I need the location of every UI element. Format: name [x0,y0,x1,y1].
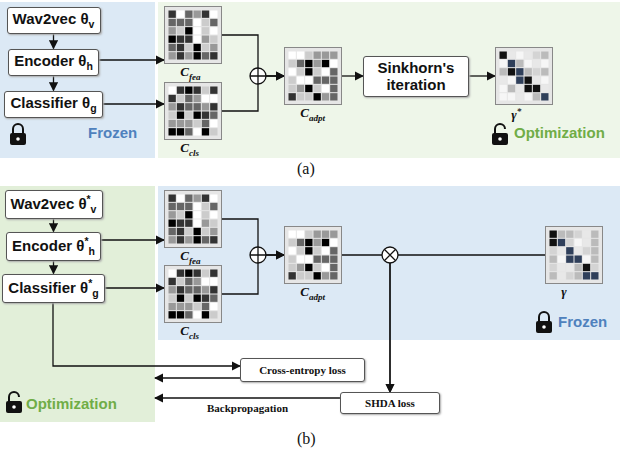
subfigure-label: (b) [297,430,316,448]
region-label: Optimization [26,395,117,412]
flow-arrow [53,76,54,91]
times-operator [382,247,398,263]
flow-arrow [53,261,54,274]
matrix-label: γ* [511,106,521,123]
box-label: Sinkhorn's iteration [364,59,468,94]
cost-matrix: Ccls [164,82,222,140]
flow-arrow [103,103,164,104]
region-panel: OptimizationCfeaCclsCadptSinkhorn's iter… [158,2,620,158]
matrix-grid [164,82,222,140]
box-label: Classifier θg [10,94,96,114]
unlock-icon [6,392,22,413]
flow-arrow [155,377,240,378]
flow-arrow [105,287,164,288]
process-box: Encoder θ*h [6,232,101,261]
cost-matrix: Cadpt [284,226,342,284]
box-label: Encoder θh [14,52,93,72]
flow-arrow [155,397,340,398]
cost-matrix: Cfea [164,190,222,248]
box-label: Encoder θ*h [12,235,95,257]
region-label: Frozen [558,313,607,330]
flow-arrow [53,219,54,232]
matrix-grid [284,226,342,284]
frozen-region [0,2,155,158]
box-label: Wav2vec θv [13,10,95,30]
region-panel: Optimization Wav2vec θ*vEncoder θ*hClassi… [0,186,155,422]
cost-matrix: γ* [495,47,553,105]
matrix-label: Cfea [180,249,200,266]
cost-matrix: Cadpt [284,47,342,105]
region-label: Optimization [514,124,605,141]
process-box: Cross-entropy loss [240,358,365,382]
process-box: Wav2vec θ*v [5,190,103,219]
matrix-grid [284,47,342,105]
region-label: Frozen [88,124,137,141]
matrix-label: γ [561,285,566,299]
region-panel: FrozenCfeaCclsCadptγ [158,186,620,340]
plus-operator [250,247,266,263]
cost-matrix: Ccls [164,265,222,323]
box-label: Cross-entropy loss [259,364,346,377]
matrix-label: Ccls [180,324,199,341]
process-box: SHDA loss [340,392,440,414]
flow-arrow [390,255,545,392]
matrix-label: Cadpt [300,106,325,123]
cost-matrix: Cfea [164,6,222,64]
matrix-grid [164,6,222,64]
matrix-grid [495,47,553,105]
flow-arrow [53,34,54,49]
flow-arrow [101,239,164,240]
optimization-region [0,186,155,422]
process-box: Classifier θ*g [2,274,105,303]
flow-arrow [469,75,495,76]
matrix-label: Ccls [180,141,199,158]
region-panel: Frozen Wav2vec θv Encoder θh Classifier θg [0,2,155,158]
matrix-label: Cadpt [300,285,325,302]
matrix-grid [164,190,222,248]
frozen-region [158,186,620,340]
lock-icon [536,312,552,333]
box-label: SHDA loss [365,397,415,410]
matrix-label: Cfea [180,65,200,82]
plus-operator [250,68,266,84]
edge-label: Backpropagation [205,402,290,414]
flow-arrow [99,59,164,60]
matrix-grid [164,265,222,323]
optimization-region [158,2,620,158]
box-label: Classifier θ*g [8,277,98,299]
flow-arrow [53,303,240,367]
flow-arrow [342,75,363,76]
lock-icon [10,124,26,145]
subfigure-label: (a) [297,160,315,178]
cost-matrix: γ [545,226,603,284]
process-box: Encoder θh [8,49,99,76]
process-box: Sinkhorn's iteration [363,56,469,97]
process-box: Classifier θg [4,91,103,118]
matrix-grid [545,226,603,284]
unlock-icon [492,124,508,145]
box-label: Wav2vec θ*v [11,193,97,215]
process-box: Wav2vec θv [7,7,101,34]
